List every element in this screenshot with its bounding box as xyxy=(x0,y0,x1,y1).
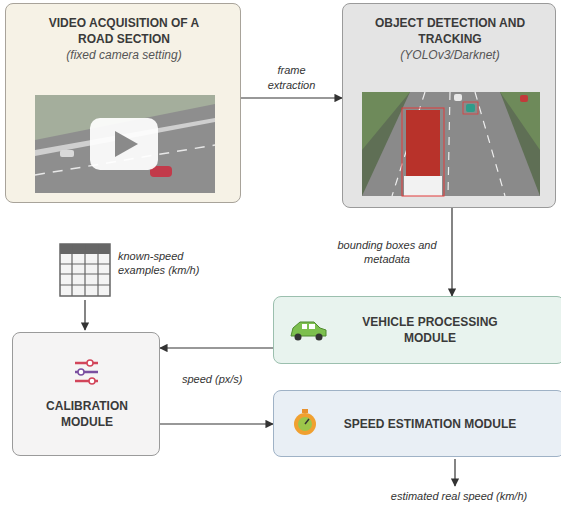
process-box: VIDEO ACQUISITION OF A ROAD SECTION(fixe… xyxy=(5,3,241,203)
detection-screenshot-part xyxy=(402,108,444,196)
video-screenshot-part xyxy=(35,118,215,156)
sliders-icon-part xyxy=(75,380,98,383)
box-title: VIDEO ACQUISITION OF A ROAD SECTION xyxy=(44,16,204,47)
table-icon-part xyxy=(60,244,110,254)
stopwatch-icon xyxy=(294,409,316,435)
node-text: OBJECT DETECTION AND TRACKING(YOLOv3/Dar… xyxy=(365,16,535,64)
table-icon-part xyxy=(60,263,110,264)
process-box: SPEED ESTIMATION MODULE xyxy=(273,390,561,457)
node-text: CALIBRATION MODULE xyxy=(22,399,152,430)
box-title: VEHICLE PROCESSING MODULE xyxy=(341,315,519,346)
stopwatch-icon-part xyxy=(294,413,316,435)
flow-arrow xyxy=(160,423,273,424)
detection-screenshot-part xyxy=(448,92,450,196)
detection-screenshot xyxy=(362,92,540,196)
detection-screenshot-part xyxy=(520,95,528,102)
input-arrow xyxy=(84,300,85,330)
car-icon xyxy=(291,322,326,341)
sliders-icon-part xyxy=(87,360,93,366)
video-screenshot-part xyxy=(35,104,215,193)
detection-screenshot-part xyxy=(500,92,540,150)
process-box: CALIBRATION MODULE xyxy=(12,332,160,456)
video-screenshot-part xyxy=(90,118,158,170)
box-title: CALIBRATION MODULE xyxy=(22,399,152,430)
box-title: SPEED ESTIMATION MODULE xyxy=(341,417,519,433)
table-icon-part xyxy=(84,244,85,296)
annotation-label: estimated real speed (km/h) xyxy=(372,489,546,503)
video-screenshot-part xyxy=(35,95,215,193)
stopwatch-icon-part xyxy=(302,409,308,413)
sliders-icon xyxy=(75,360,98,384)
table-icon-part xyxy=(60,273,110,274)
car-icon-part xyxy=(316,334,323,341)
detection-screenshot-part xyxy=(362,92,540,196)
annotation-label: known-speed examples (km/h) xyxy=(116,249,212,278)
table-icon-part xyxy=(60,244,110,296)
box-subtitle: (YOLOv3/Darknet) xyxy=(365,48,535,64)
table-icon-part xyxy=(97,244,98,296)
process-box: VEHICLE PROCESSING MODULE xyxy=(273,296,561,364)
detection-screenshot-part xyxy=(475,92,505,196)
sliders-icon-part xyxy=(89,378,95,384)
video-screenshot-part xyxy=(150,166,172,177)
edge-label: frame extraction xyxy=(259,63,325,92)
flow-arrow xyxy=(241,97,342,98)
box-title: OBJECT DETECTION AND TRACKING xyxy=(365,16,535,47)
node-text: VEHICLE PROCESSING MODULE xyxy=(341,315,519,346)
detection-screenshot-part xyxy=(463,102,478,114)
table-icon-part xyxy=(71,244,72,296)
car-icon-part xyxy=(309,324,315,329)
video-screenshot-part xyxy=(115,131,138,157)
detection-screenshot-part xyxy=(362,92,540,196)
sliders-icon-part xyxy=(78,369,84,375)
video-screenshot xyxy=(35,95,215,193)
sliders-icon-part xyxy=(75,371,98,374)
flow-arrow xyxy=(451,208,452,296)
detection-screenshot-part xyxy=(404,176,442,196)
node-text: VIDEO ACQUISITION OF A ROAD SECTION(fixe… xyxy=(44,16,204,64)
detection-screenshot-part xyxy=(466,104,475,112)
flow-arrow xyxy=(160,347,273,348)
edge-label: speed (px/s) xyxy=(180,372,274,386)
process-box: OBJECT DETECTION AND TRACKING(YOLOv3/Dar… xyxy=(342,3,556,208)
detection-screenshot-part xyxy=(362,92,410,150)
output-arrow xyxy=(454,459,455,486)
table-icon xyxy=(60,244,110,296)
car-icon-part xyxy=(295,334,302,341)
car-icon-part xyxy=(291,322,326,336)
detection-screenshot-part xyxy=(406,110,440,178)
car-icon-part xyxy=(302,324,307,329)
stopwatch-icon-part xyxy=(298,417,312,431)
video-screenshot-part xyxy=(35,145,215,175)
table-icon-part xyxy=(60,284,110,285)
box-subtitle: (fixed camera setting) xyxy=(44,48,204,64)
detection-screenshot-part xyxy=(454,94,462,101)
stopwatch-icon-part xyxy=(305,419,309,424)
video-screenshot-part xyxy=(60,150,74,157)
edge-label: bounding boxes and metadata xyxy=(330,238,444,267)
node-text: SPEED ESTIMATION MODULE xyxy=(341,417,519,433)
sliders-icon-part xyxy=(75,362,98,365)
detection-screenshot-part xyxy=(392,92,425,196)
